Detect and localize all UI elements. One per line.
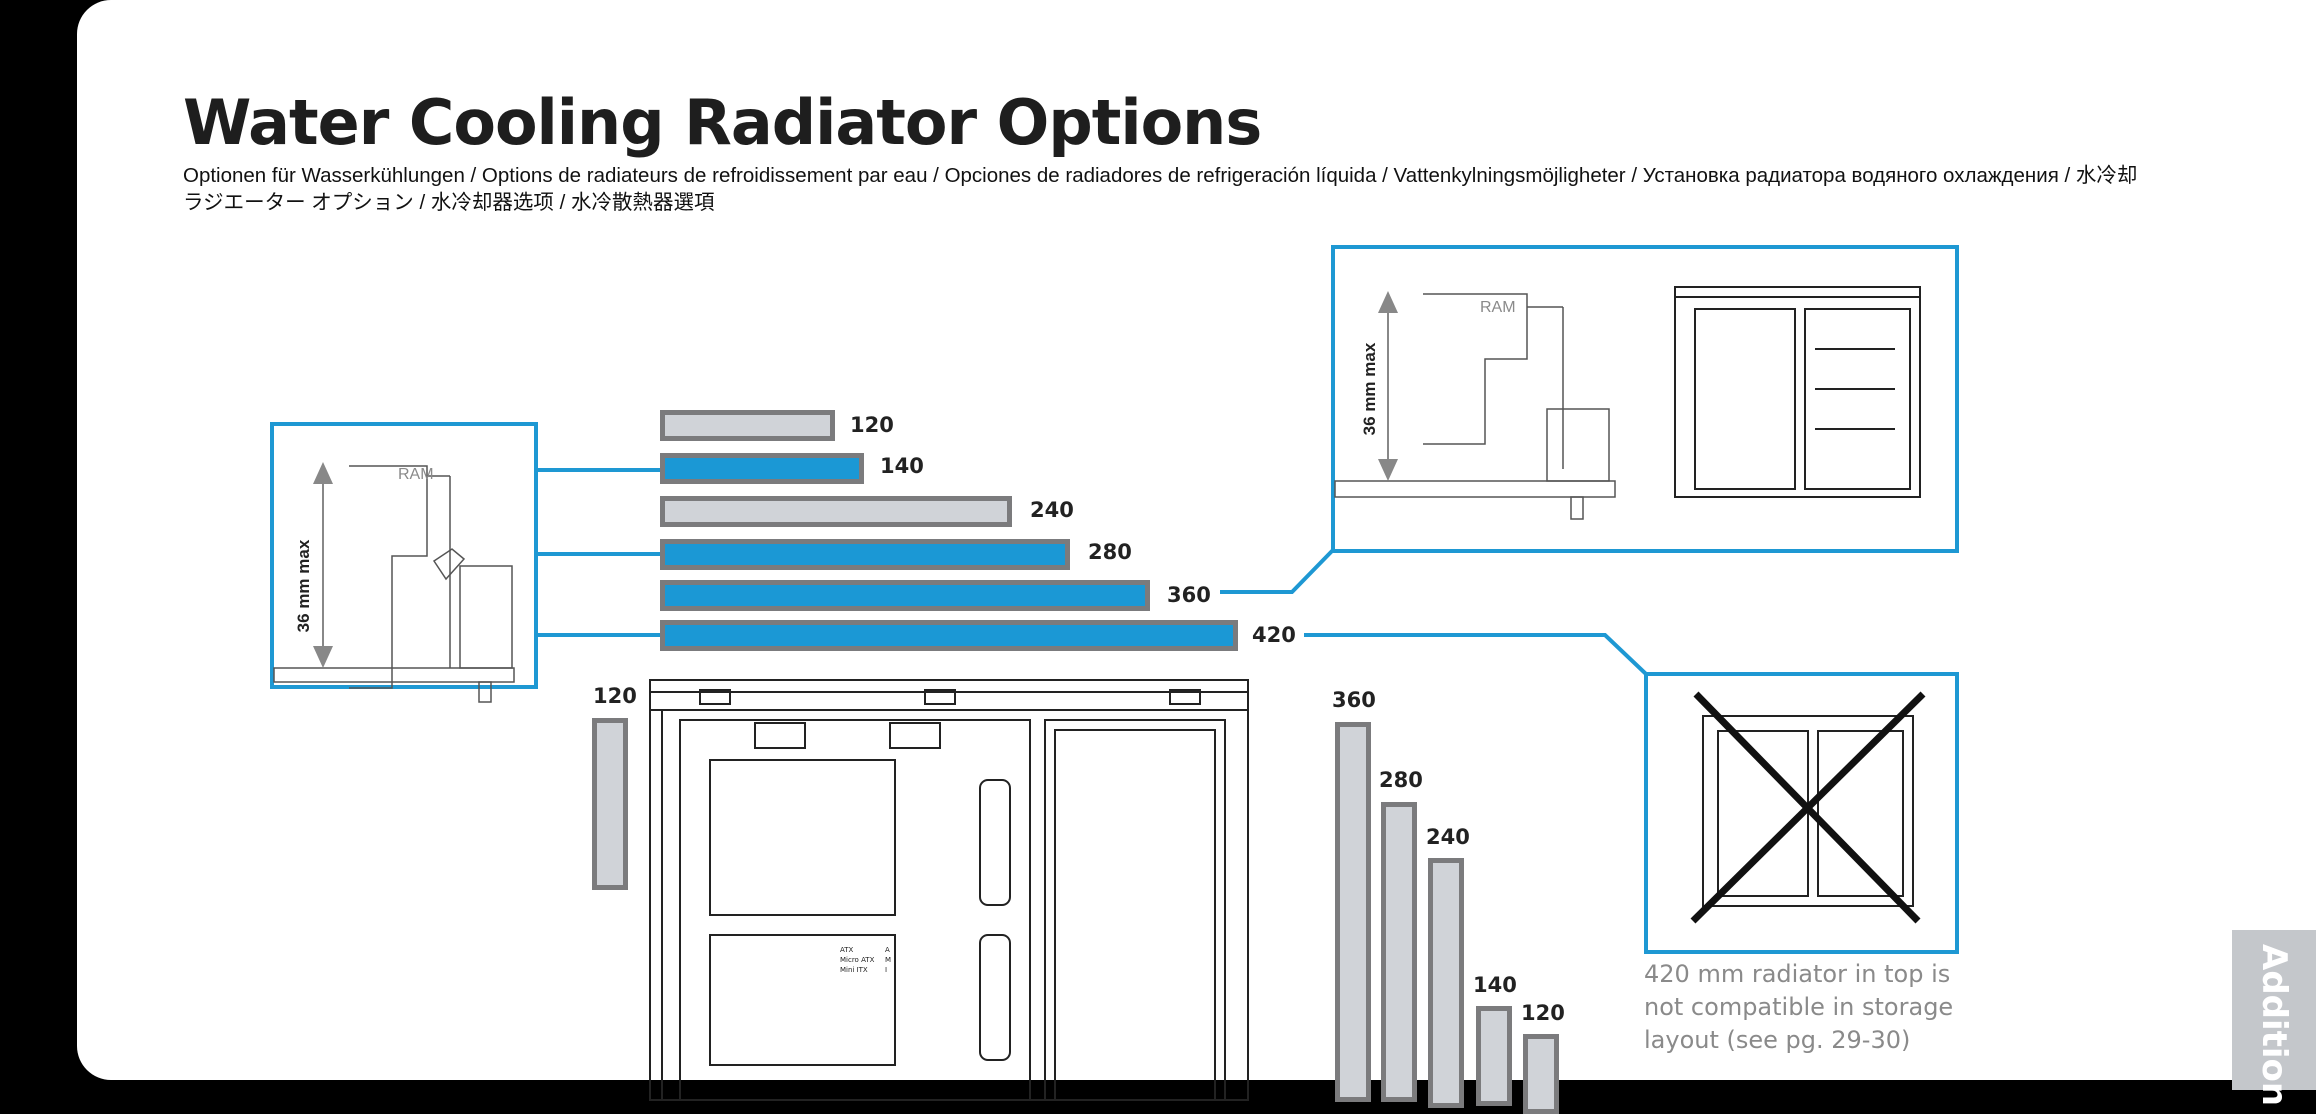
ram-and-case-drawing [1334, 286, 1921, 520]
bottom-radiator-label: 280 [1379, 768, 1423, 792]
top-radiator-label: 140 [880, 454, 924, 478]
ram-label: RAM [1480, 299, 1516, 316]
bottom-radiator-label: 240 [1426, 825, 1470, 849]
section-tab-label: Addition [2254, 944, 2294, 1107]
connector-lines [538, 468, 1648, 676]
front-radiator-120 [592, 718, 628, 890]
storage-layout-case-drawing [1690, 691, 1926, 924]
top-radiator-label: 280 [1088, 540, 1132, 564]
connector-360 [1220, 548, 1335, 594]
bottom-radiator-360 [1335, 722, 1371, 1102]
ram-clearance-box-right: RAM 36 mm max [1331, 245, 1959, 553]
matx-label: Micro ATX [840, 956, 875, 964]
section-tab[interactable]: Addition [2232, 930, 2316, 1106]
top-radiator-140 [660, 453, 864, 484]
top-radiator-120 [660, 410, 835, 441]
bottom-radiator-label: 120 [1521, 1001, 1565, 1025]
top-radiator-280 [660, 539, 1070, 570]
connector-420-right [1304, 633, 1648, 676]
ram-label: RAM [398, 466, 434, 483]
bottom-radiator-label: 360 [1332, 688, 1376, 712]
clearance-label: 36 mm max [294, 539, 313, 633]
incompatible-layout-box [1644, 672, 1959, 954]
ram-clearance-box-left: RAM 36 mm max [270, 422, 538, 703]
front-radiator-label: 120 [593, 684, 637, 708]
top-radiator-label: 360 [1167, 583, 1211, 607]
compatibility-note: 420 mm radiator in top is not compatible… [1644, 960, 1954, 1054]
m-label: M [885, 956, 891, 964]
top-radiator-420 [660, 620, 1238, 651]
ram-clearance-drawing [273, 462, 515, 703]
bottom-radiator-240 [1428, 858, 1464, 1108]
clearance-label: 36 mm max [1360, 342, 1379, 436]
atx-label: ATX [840, 946, 854, 954]
top-radiator-240 [660, 496, 1012, 527]
top-radiator-label: 420 [1252, 623, 1296, 647]
page-subtitle: Optionen für Wasserkühlungen / Options d… [183, 164, 2138, 214]
page-title: Water Cooling Radiator Options [183, 86, 1262, 159]
case-front-drawing: ATX Micro ATX Mini ITX A M I [649, 679, 1249, 1101]
top-radiator-label: 240 [1030, 498, 1074, 522]
a-label: A [885, 946, 890, 954]
cross-out-icon [1690, 691, 1926, 924]
top-radiator-label: 120 [850, 413, 894, 437]
bottom-radiator-280 [1381, 802, 1417, 1102]
bottom-radiator-label: 140 [1473, 973, 1517, 997]
i-label: I [885, 966, 887, 974]
itx-label: Mini ITX [840, 966, 868, 974]
top-radiator-360 [660, 580, 1150, 611]
bottom-radiator-120 [1523, 1034, 1559, 1114]
bottom-radiator-140 [1476, 1006, 1512, 1106]
